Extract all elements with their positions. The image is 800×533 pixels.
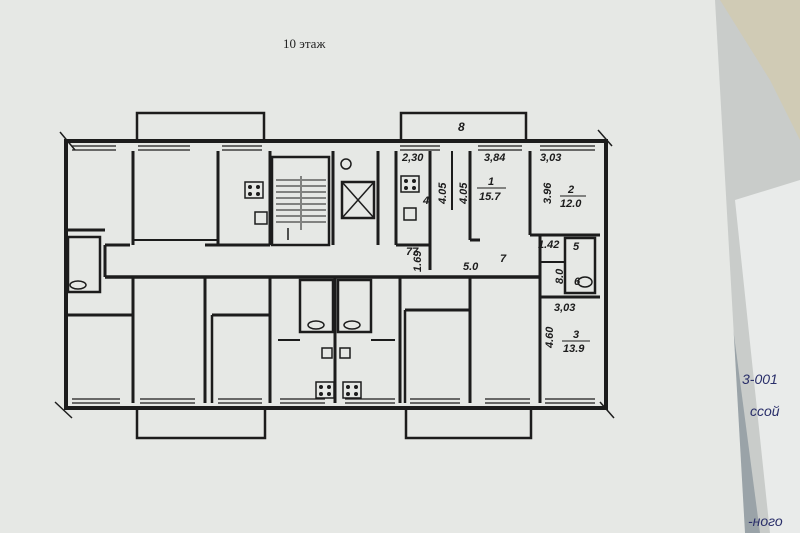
floor-title: 10 этаж	[283, 36, 326, 51]
bathroom-right	[563, 236, 597, 295]
bathroom-mid-left	[298, 278, 335, 334]
label-room6: 6	[574, 276, 581, 288]
balcony-bottom-right	[404, 406, 533, 440]
label-room1-num: 1	[488, 176, 494, 188]
bathroom-left	[66, 235, 102, 294]
bathroom-mid-right	[336, 278, 373, 334]
label-room3-num: 3	[573, 329, 579, 341]
label-room1-dim: 4.05	[458, 182, 470, 205]
label-w-303-bottom: 3,03	[554, 302, 575, 314]
balcony-top-right	[399, 111, 528, 143]
label-dim-77: 77	[406, 246, 419, 258]
label-room5: 5	[573, 241, 580, 253]
label-room3-area: 13.9	[563, 343, 585, 355]
label-room2-area: 12.0	[560, 198, 582, 210]
label-dim-80: 8.0	[554, 268, 566, 284]
label-room2-num: 2	[567, 184, 574, 196]
elevator	[340, 180, 376, 220]
balcony-bottom-left	[135, 406, 267, 440]
outer-wall	[64, 139, 608, 410]
label-room2-dim: 3.96	[542, 182, 554, 204]
label-room1-area: 15.7	[479, 191, 501, 203]
side-note-3: -ного	[748, 513, 783, 529]
paper-sheet	[0, 0, 745, 533]
label-dim-142: 1.42	[538, 239, 559, 251]
side-note-2: ссой	[750, 403, 780, 419]
label-dim-50: 5.0	[463, 261, 479, 273]
stairwell	[270, 155, 331, 247]
label-room3-dim: 4.60	[544, 326, 556, 349]
stove-icon	[244, 175, 420, 399]
sink-icon	[69, 207, 593, 359]
label-balcony-width: 8	[458, 120, 465, 134]
label-room4: 4	[422, 195, 429, 207]
garbage-chute	[340, 158, 352, 170]
label-w-384: 3,84	[484, 152, 505, 164]
label-room4-dim: 4.05	[437, 182, 449, 205]
label-w-303-top: 3,03	[540, 152, 561, 164]
label-w-230: 2,30	[401, 152, 424, 164]
side-note-1: 3-001	[742, 371, 778, 387]
side-sheet	[735, 180, 800, 533]
balcony-top-left	[135, 111, 266, 143]
label-dim-169: 1.69	[412, 250, 424, 272]
folder-edge	[720, 0, 800, 140]
label-room7: 7	[500, 253, 507, 265]
floor-plan	[54, 111, 615, 440]
